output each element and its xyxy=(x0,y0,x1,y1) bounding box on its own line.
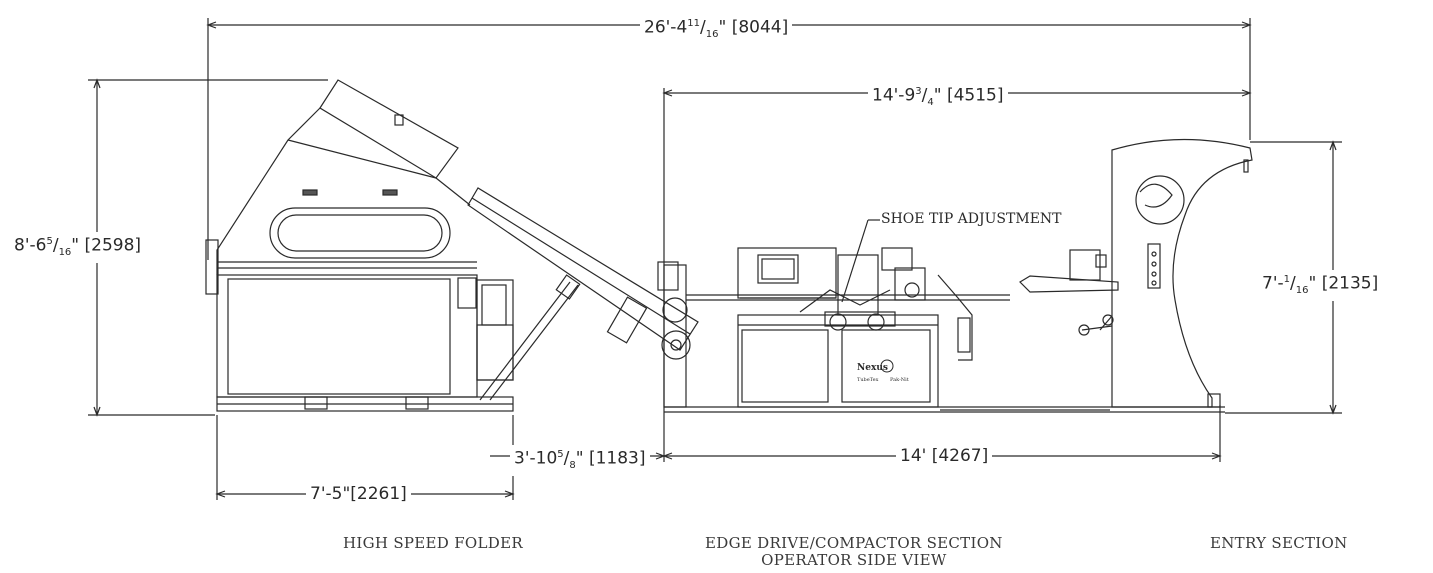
shoe-tip-leader xyxy=(841,219,869,303)
dim-folder-length: 7'-5"[2261] xyxy=(306,484,411,504)
label-entry-section: ENTRY SECTION xyxy=(1210,534,1348,552)
entry-section-outline xyxy=(1019,138,1253,408)
label-edge-drive-line2: OPERATOR SIDE VIEW xyxy=(761,551,947,569)
dim-base-length: 14' [4267] xyxy=(896,446,993,466)
panel-model-1: TubeTex xyxy=(857,377,879,383)
dimension-lines xyxy=(88,18,1342,500)
callout-shoe-tip-adjustment: SHOE TIP ADJUSTMENT xyxy=(881,211,1062,227)
edge-drive-compactor-outline xyxy=(657,247,1225,413)
dim-overall-length: 26'-411/16" [8044] xyxy=(640,14,793,46)
label-edge-drive-line1: EDGE DRIVE/COMPACTOR SECTION xyxy=(705,534,1003,552)
label-high-speed-folder: HIGH SPEED FOLDER xyxy=(343,534,523,552)
panel-brand: Nexus xyxy=(857,363,888,373)
panel-model-2: Pak-Nit xyxy=(890,377,909,383)
high-speed-folder-outline xyxy=(205,79,699,412)
dim-edge-drive-length: 14'-93/4" [4515] xyxy=(868,82,1008,114)
dim-gap-length: 3'-105/8" [1183] xyxy=(510,445,650,477)
label-edge-drive-section: EDGE DRIVE/COMPACTOR SECTION OPERATOR SI… xyxy=(705,535,1003,569)
dim-folder-height: 8'-65/16" [2598] xyxy=(10,232,146,264)
dim-entry-height: 7'-1/16" [2135] xyxy=(1258,270,1383,302)
